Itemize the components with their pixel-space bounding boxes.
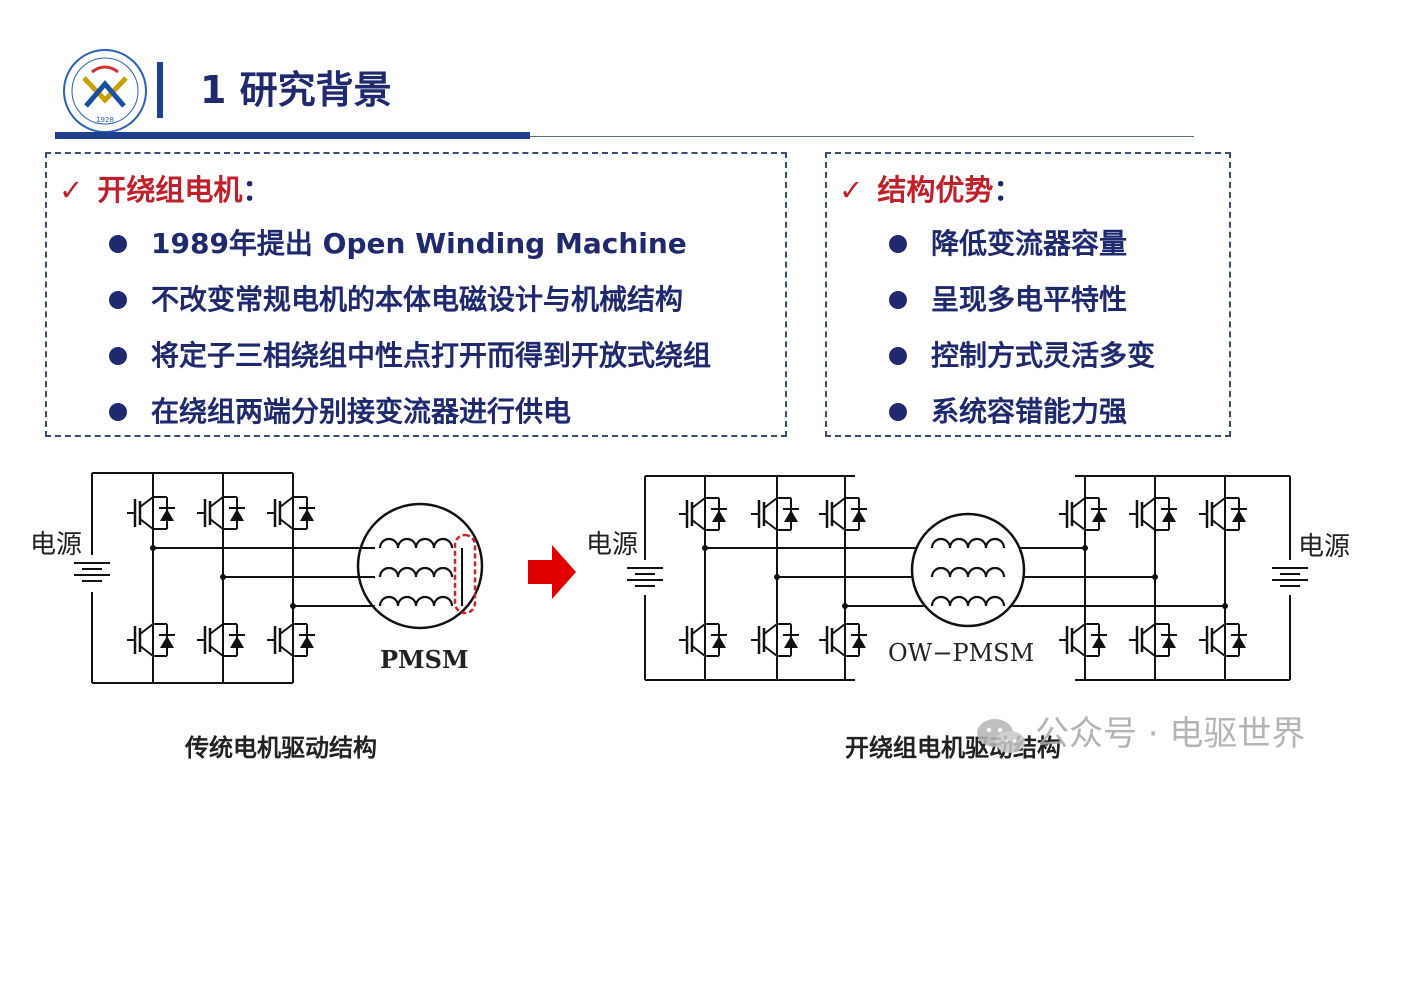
battery-icon (1271, 567, 1309, 587)
page-title: 1 研究背景 (200, 68, 392, 112)
list-item: 降低变流器容量 (889, 216, 1155, 272)
title-underline-thin (530, 136, 1194, 137)
igbt-icon (749, 490, 801, 538)
advantages-heading-text: 结构优势 (877, 173, 994, 207)
bullet-icon (889, 347, 907, 365)
igbt-icon (677, 490, 729, 538)
list-item-text: 在绕组两端分别接变流器进行供电 (151, 395, 572, 428)
igbt-icon (817, 616, 869, 664)
igbt-icon (125, 489, 177, 537)
igbt-icon (265, 489, 317, 537)
list-item-text: 系统容错能力强 (931, 395, 1128, 428)
igbt-icon (195, 489, 247, 537)
igbt-icon (749, 616, 801, 664)
checkmark-icon: ✓ (839, 173, 864, 207)
list-item-text: 控制方式灵活多变 (931, 339, 1156, 372)
battery-icon (626, 567, 664, 587)
bullet-icon (889, 291, 907, 309)
igbt-icon (1197, 616, 1249, 664)
igbt-icon (1057, 616, 1109, 664)
igbt-icon (265, 616, 317, 664)
bullet-icon (889, 403, 907, 421)
bullet-icon (889, 235, 907, 253)
igbt-icon (1197, 490, 1249, 538)
watermark: 公众号 · 电驱世界 (975, 706, 1305, 756)
bullet-icon (109, 291, 127, 309)
motor-circle (910, 512, 1026, 628)
list-item: 呈现多电平特性 (889, 272, 1155, 328)
traditional-drive: 电源 PMSM (30, 472, 484, 684)
open-winding-heading: ✓ 开绕组电机： (59, 170, 271, 210)
igbt-icon (1057, 490, 1109, 538)
list-item: 系统容错能力强 (889, 384, 1155, 440)
bullet-icon (109, 403, 127, 421)
igbt-icon (125, 616, 177, 664)
power-label: 电源 (30, 530, 82, 560)
igbt-icon (1127, 490, 1179, 538)
list-item-text: 呈现多电平特性 (931, 283, 1128, 316)
checkmark-icon: ✓ (59, 173, 84, 207)
igbt-icon (1127, 616, 1179, 664)
neutral-point-highlight (453, 533, 477, 615)
list-item: 控制方式灵活多变 (889, 328, 1155, 384)
bullet-icon (109, 235, 127, 253)
open-winding-list: 1989年提出 Open Winding Machine 不改变常规电机的本体电… (109, 216, 711, 440)
open-winding-drive: 电源 OW−PMSM (586, 475, 1350, 681)
list-item-text: 1989年提出 Open Winding Machine (151, 227, 687, 260)
igbt-icon (817, 490, 869, 538)
right-arrow-icon (528, 545, 576, 599)
open-winding-panel: ✓ 开绕组电机： 1989年提出 Open Winding Machine 不改变… (45, 152, 787, 437)
watermark-text: 公众号 · 电驱世界 (1035, 714, 1306, 754)
advantages-heading: ✓ 结构优势： (839, 170, 1022, 210)
title-underline-thick (55, 132, 530, 139)
motor-label-ow-pmsm: OW−PMSM (888, 639, 1034, 667)
bullet-icon (109, 347, 127, 365)
logo-year: 1928 (96, 116, 114, 124)
caption-traditional: 传统电机驱动结构 (185, 734, 377, 762)
advantages-panel: ✓ 结构优势： 降低变流器容量 呈现多电平特性 控制方式灵活多变 系统容错能力强 (825, 152, 1231, 437)
motor-circle (356, 502, 484, 630)
university-logo: 1928 (63, 49, 147, 133)
wechat-icon (977, 718, 1025, 753)
igbt-icon (677, 616, 729, 664)
drive-circuit-diagram: 电源 PMSM 电源 (30, 472, 1350, 684)
power-label-left: 电源 (586, 530, 638, 560)
list-item: 将定子三相绕组中性点打开而得到开放式绕组 (109, 328, 711, 384)
list-item-text: 降低变流器容量 (931, 227, 1128, 260)
open-winding-heading-text: 开绕组电机 (97, 173, 243, 207)
title-accent-bar (157, 62, 163, 118)
list-item: 在绕组两端分别接变流器进行供电 (109, 384, 711, 440)
list-item-text: 不改变常规电机的本体电磁设计与机械结构 (151, 283, 684, 316)
heading-colon: ： (242, 173, 272, 207)
list-item-text: 将定子三相绕组中性点打开而得到开放式绕组 (151, 339, 712, 372)
list-item: 不改变常规电机的本体电磁设计与机械结构 (109, 272, 711, 328)
motor-label-pmsm: PMSM (380, 645, 469, 674)
power-label-right: 电源 (1298, 532, 1350, 562)
caption-open-winding: 开绕组电机驱动结构 (845, 734, 1061, 762)
advantages-list: 降低变流器容量 呈现多电平特性 控制方式灵活多变 系统容错能力强 (889, 216, 1155, 440)
battery-icon (73, 562, 111, 582)
igbt-icon (195, 616, 247, 664)
list-item: 1989年提出 Open Winding Machine (109, 216, 711, 272)
heading-colon: ： (993, 173, 1023, 207)
